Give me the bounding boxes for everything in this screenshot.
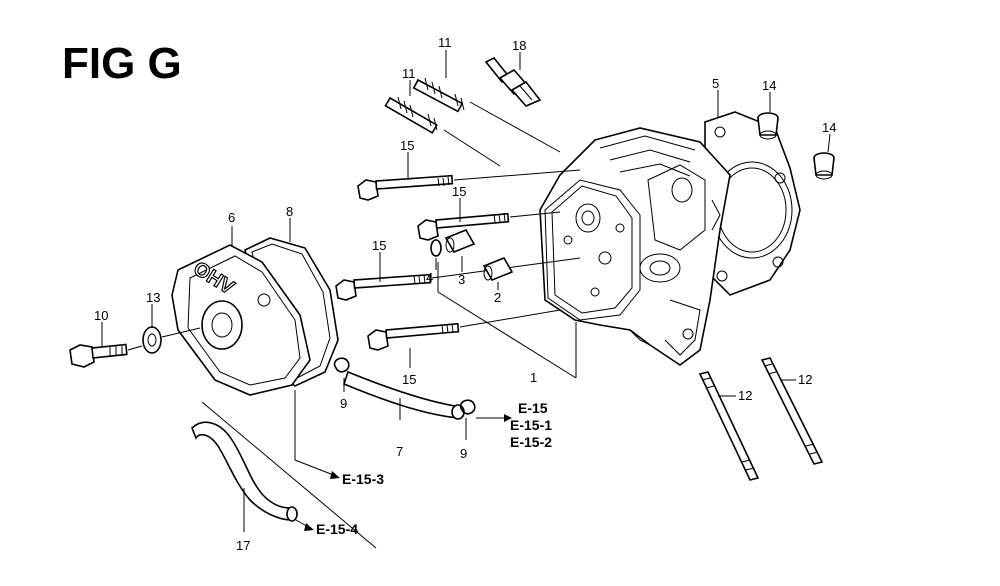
part-label-15: 15 <box>452 184 466 199</box>
part-label-11: 11 <box>438 35 452 50</box>
stud-bolt-lower <box>384 96 438 134</box>
part-label-15: 15 <box>372 238 386 253</box>
part-label-8: 8 <box>286 204 293 219</box>
part-label-17: 17 <box>236 538 250 553</box>
figure-title: FIG G <box>62 39 182 88</box>
tube-clip-lower <box>459 399 476 415</box>
rocker-cover: OHV <box>171 244 311 396</box>
part-label-2: 2 <box>494 290 501 305</box>
head-bolt-bottom <box>367 322 460 351</box>
part-label-15: 15 <box>402 372 416 387</box>
head-bolt-top <box>357 174 454 201</box>
part-label-11: 11 <box>402 66 416 81</box>
part-label-10: 10 <box>94 308 108 323</box>
dowel-pin-2 <box>482 256 514 282</box>
part-label-14: 14 <box>762 78 776 93</box>
part-label-9: 9 <box>340 396 347 411</box>
part-label-5: 5 <box>712 76 719 91</box>
reference-labels: E-15 E-15-1 E-15-2 E-15-3 E-15-4 <box>316 400 552 537</box>
ref-e-15-4: E-15-4 <box>316 521 358 537</box>
part-label-12: 12 <box>738 388 752 403</box>
tube-clip-upper <box>333 357 350 373</box>
head-bolt-third <box>335 273 432 301</box>
stud-bolt-12-right <box>760 357 824 465</box>
ref-e-15-1: E-15-1 <box>510 417 552 433</box>
part-label-9: 9 <box>460 446 467 461</box>
cylinder-head-gasket <box>704 111 801 296</box>
leader-lines <box>101 50 831 549</box>
hose-17 <box>191 421 298 522</box>
spark-plug <box>484 56 542 107</box>
stud-bolt-12-left <box>698 371 760 481</box>
part-label-7: 7 <box>396 444 403 459</box>
sealing-washer <box>142 326 162 354</box>
part-label-6: 6 <box>228 210 235 225</box>
part-label-12: 12 <box>798 372 812 387</box>
dowel-pin-lower <box>813 152 835 180</box>
part-label-13: 13 <box>146 290 160 305</box>
breather-tube-7 <box>343 370 465 420</box>
o-ring-4 <box>430 239 442 257</box>
part-label-15: 15 <box>400 138 414 153</box>
part-label-3: 3 <box>458 272 465 287</box>
dowel-pin-3 <box>444 228 476 254</box>
ref-e-15-2: E-15-2 <box>510 434 552 450</box>
cylinder-head <box>539 127 731 366</box>
part-label-14: 14 <box>822 120 836 135</box>
cover-bolt <box>69 343 128 368</box>
dowel-pin-upper <box>757 112 779 140</box>
ref-e-15-3: E-15-3 <box>342 471 384 487</box>
ref-e-15: E-15 <box>518 400 548 416</box>
part-number-labels: 11 11 18 5 14 14 15 15 15 15 6 8 4 3 2 1… <box>94 35 836 553</box>
head-bolt-second <box>417 212 510 241</box>
part-label-1: 1 <box>530 370 537 385</box>
part-label-18: 18 <box>512 38 526 53</box>
part-label-4: 4 <box>426 270 433 285</box>
stud-bolt-upper <box>412 77 465 113</box>
